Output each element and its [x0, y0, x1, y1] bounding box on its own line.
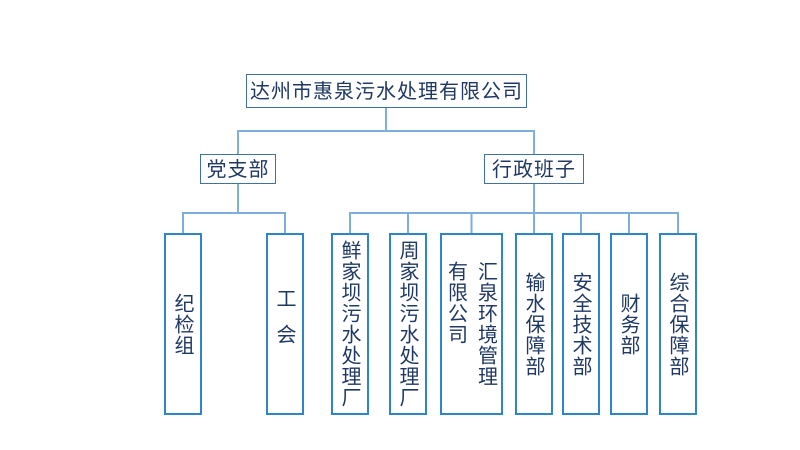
company-root-label: 达州市惠泉污水处理有限公司 [250, 79, 523, 103]
connector-path [182, 108, 679, 236]
box-party-branch: 党支部 [200, 154, 276, 184]
huiquan-environment-company-label: 汇泉环境管理 有限公司 [444, 261, 499, 387]
zhoujiaba-sewage-plant-label: 周家坝污水处理厂 [396, 240, 420, 408]
admin-team-label: 行政班子 [492, 157, 576, 181]
party-branch-label: 党支部 [206, 157, 270, 181]
box-general-support-dept: 综合保障部 [659, 233, 697, 415]
water-supply-support-dept-label: 输水保障部 [522, 271, 546, 377]
box-company-root: 达州市惠泉污水处理有限公司 [246, 74, 527, 108]
box-xianjiaba-sewage-plant: 鲜家坝污水处理厂 [331, 233, 369, 415]
box-discipline-inspection-group: 纪检组 [164, 233, 202, 415]
box-finance-dept: 财务部 [610, 233, 648, 415]
finance-dept-label: 财务部 [617, 292, 641, 356]
general-support-dept-label: 综合保障部 [666, 271, 690, 377]
xianjiaba-sewage-plant-label: 鲜家坝污水处理厂 [338, 240, 362, 408]
discipline-inspection-group-label: 纪检组 [171, 292, 195, 356]
box-water-supply-support-dept: 输水保障部 [515, 233, 553, 415]
box-huiquan-environment-company: 汇泉环境管理 有限公司 [440, 233, 503, 415]
labor-union-label: 工会 [273, 288, 297, 360]
box-labor-union: 工会 [266, 233, 304, 415]
box-safety-technology-dept: 安全技术部 [562, 233, 600, 415]
safety-technology-dept-label: 安全技术部 [569, 271, 593, 377]
box-admin-team: 行政班子 [484, 154, 584, 184]
box-zhoujiaba-sewage-plant: 周家坝污水处理厂 [389, 233, 427, 415]
